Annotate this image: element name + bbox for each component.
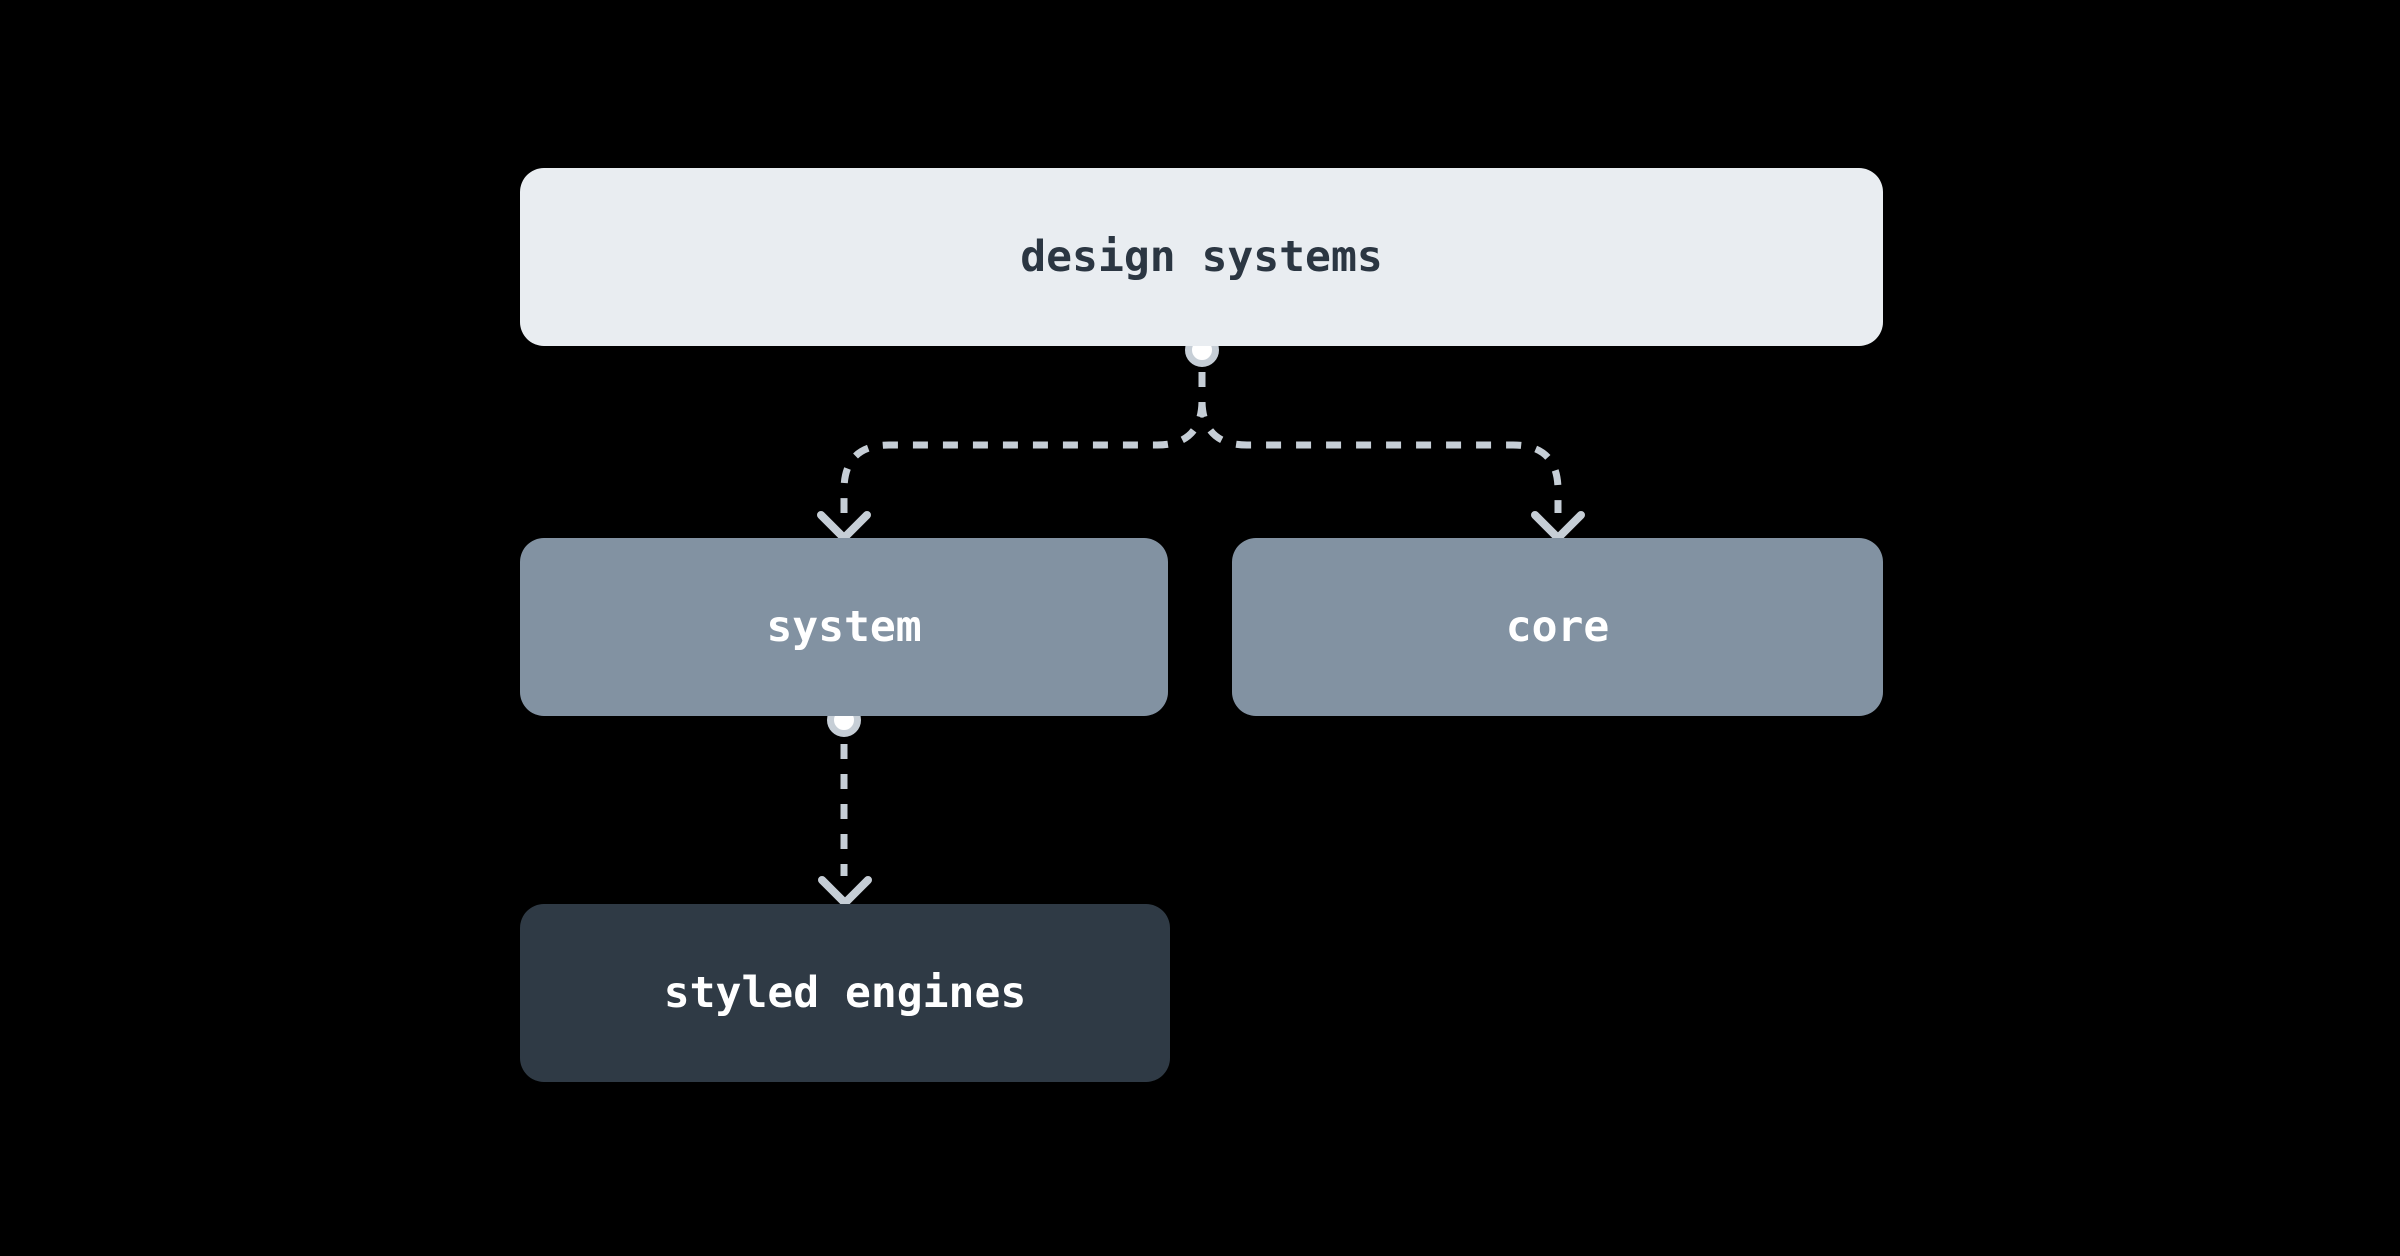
- node-system[interactable]: system: [520, 538, 1168, 716]
- edge-design-systems-to-core: [1198, 372, 1562, 513]
- arrowhead-icon: [818, 876, 872, 907]
- edge-design-systems-to-system: [840, 372, 1206, 513]
- arrowhead-icon: [1531, 511, 1585, 542]
- node-system-label: system: [766, 602, 922, 652]
- node-design-systems[interactable]: design systems: [520, 168, 1883, 346]
- node-core[interactable]: core: [1232, 538, 1883, 716]
- node-core-label: core: [1505, 602, 1610, 652]
- node-styled-engines-label: styled engines: [663, 968, 1027, 1018]
- node-styled-engines[interactable]: styled engines: [520, 904, 1170, 1082]
- arrowhead-icon: [817, 511, 871, 542]
- node-design-systems-label: design systems: [1020, 232, 1383, 282]
